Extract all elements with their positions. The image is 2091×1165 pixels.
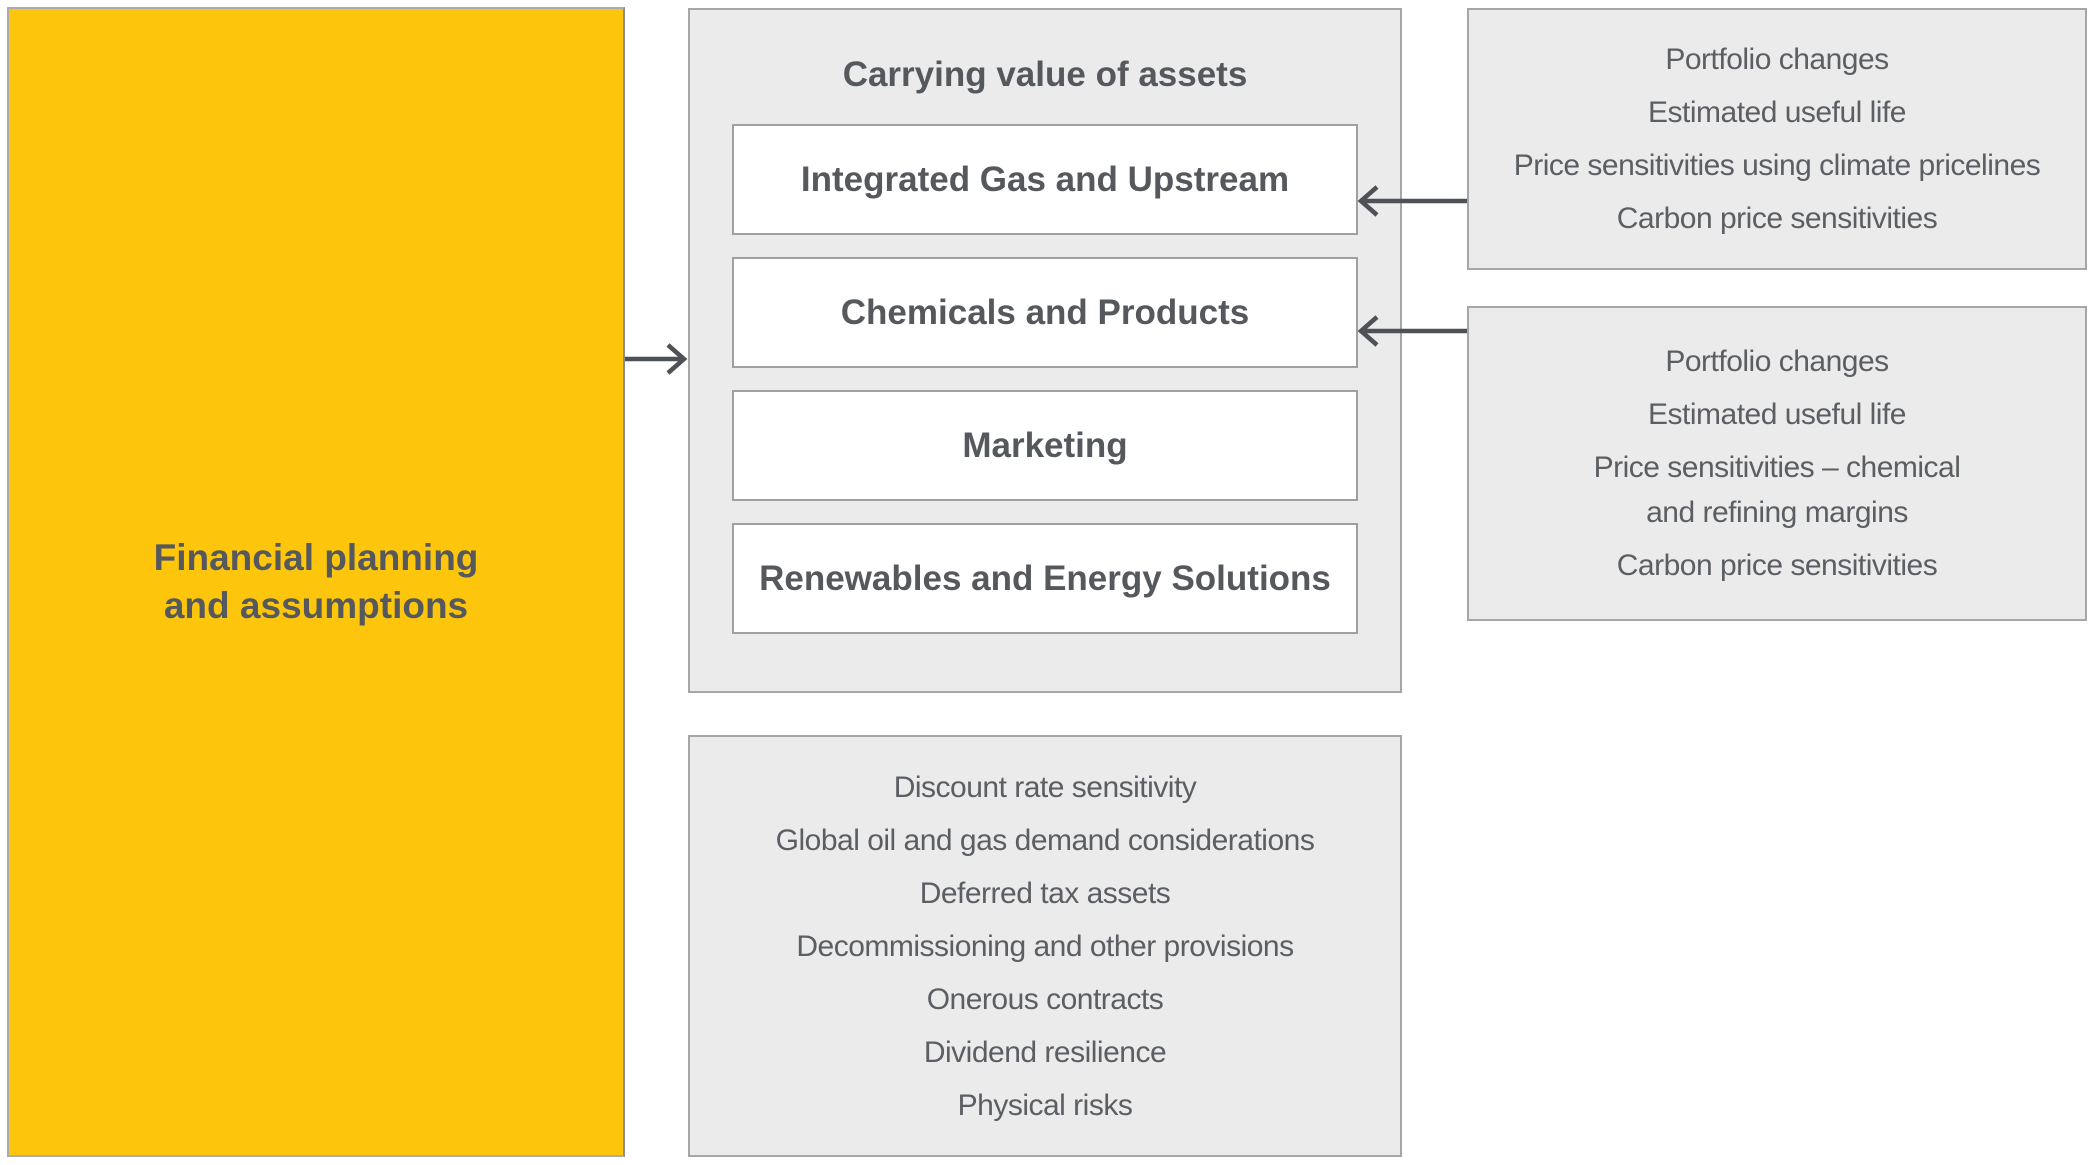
factor-item: Estimated useful life xyxy=(1648,398,1906,431)
carrying-value-panel: Carrying value of assets Integrated Gas … xyxy=(688,8,1402,693)
consideration-item: Discount rate sensitivity xyxy=(893,770,1197,804)
segment-box-marketing: Marketing xyxy=(732,390,1358,501)
factor-item: Estimated useful life xyxy=(1648,96,1906,129)
segment-label: Chemicals and Products xyxy=(840,292,1250,332)
factor-item: Portfolio changes xyxy=(1665,43,1889,76)
arrow-planning-to-assets xyxy=(625,343,688,375)
consideration-item: Decommissioning and other provisions xyxy=(796,929,1294,963)
factor-item: Portfolio changes xyxy=(1665,345,1889,378)
consideration-item: Deferred tax assets xyxy=(919,876,1171,910)
consideration-item: Physical risks xyxy=(957,1088,1133,1122)
segment-label: Integrated Gas and Upstream xyxy=(800,159,1290,199)
segment-label: Renewables and Energy Solutions xyxy=(759,558,1331,598)
factor-item: Carbon price sensitivities xyxy=(1616,202,1938,235)
consideration-item: Global oil and gas demand considerations xyxy=(775,823,1315,857)
carrying-value-title: Carrying value of assets xyxy=(842,55,1248,94)
segment-box-chemicals-products: Chemicals and Products xyxy=(732,257,1358,368)
segment-box-renewables-energy-solutions: Renewables and Energy Solutions xyxy=(732,523,1358,634)
factor-item: Price sensitivities – chemical and refin… xyxy=(1593,451,1961,529)
financial-planning-label: Financial planning and assumptions xyxy=(153,537,479,626)
factor-item: Price sensitivities using climate pricel… xyxy=(1513,149,2041,182)
factor-item: Carbon price sensitivities xyxy=(1616,549,1938,582)
segment-label: Marketing xyxy=(962,425,1128,465)
consideration-item: Dividend resilience xyxy=(923,1035,1167,1069)
upstream-factors-box: Portfolio changes Estimated useful life … xyxy=(1467,8,2087,270)
consideration-item: Onerous contracts xyxy=(926,982,1164,1016)
segment-box-integrated-gas-upstream: Integrated Gas and Upstream xyxy=(732,124,1358,235)
considerations-box: Discount rate sensitivity Global oil and… xyxy=(688,735,1402,1157)
chemicals-factors-box: Portfolio changes Estimated useful life … xyxy=(1467,306,2087,621)
financial-planning-box: Financial planning and assumptions xyxy=(7,7,625,1157)
